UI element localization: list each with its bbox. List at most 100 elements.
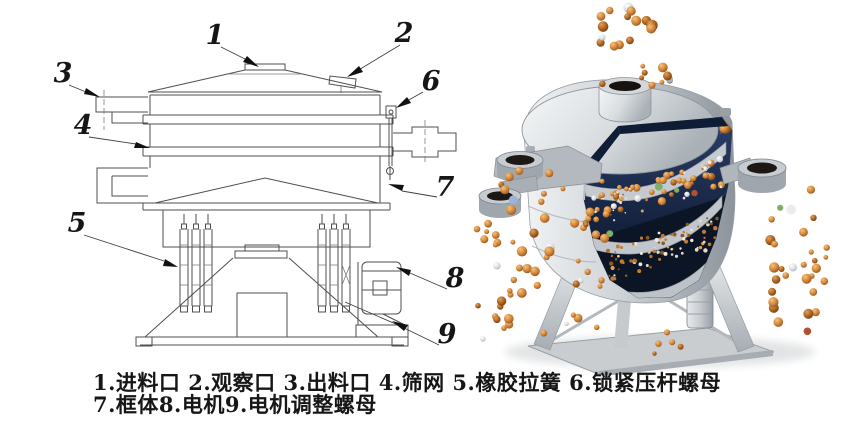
material-ball (676, 177, 683, 184)
material-ball (661, 241, 665, 246)
material-ball (626, 6, 636, 16)
material-ball (610, 276, 615, 281)
material-ball (661, 189, 667, 195)
material-ball (599, 80, 606, 88)
material-ball (617, 206, 624, 213)
material-ball (713, 236, 717, 240)
material-ball (657, 241, 661, 244)
material-ball (808, 249, 814, 255)
material-ball (570, 218, 580, 228)
callout-8-arrow (396, 267, 411, 276)
material-ball (645, 264, 649, 267)
frame-outline (162, 210, 371, 248)
material-ball (669, 171, 675, 177)
outlet-opening (747, 162, 777, 174)
material-ball (507, 288, 513, 294)
material-ball (639, 75, 645, 81)
lid-mouth-right (618, 117, 728, 134)
base-plate (527, 327, 775, 375)
material-ball (545, 169, 554, 178)
material-ball (670, 179, 677, 186)
material-ball (670, 253, 674, 256)
material-ball (632, 242, 635, 246)
material-ball (803, 308, 814, 319)
falling-material-left-upper (497, 166, 555, 337)
material-ball (606, 230, 614, 238)
material-ball (596, 11, 606, 21)
material-ball (610, 203, 617, 210)
callout-5-leader (83, 234, 165, 262)
material-ball (681, 237, 686, 241)
material-ball (496, 296, 507, 306)
material-ball (707, 242, 712, 247)
material-ball (823, 254, 829, 260)
outlet-opening (505, 155, 535, 165)
feed-inlet-opening (609, 81, 641, 91)
callout-1-leader (220, 46, 248, 61)
material-ball (660, 202, 663, 204)
material-ball (610, 265, 615, 271)
material-ball (684, 181, 692, 189)
material-ball (516, 264, 523, 272)
outlet-cup-right (737, 158, 787, 193)
material-ball (609, 41, 619, 51)
material-ball (660, 250, 665, 255)
material-ball (624, 212, 627, 214)
material-ball (655, 340, 662, 348)
material-ball (698, 219, 702, 223)
material-ball (613, 193, 620, 200)
material-ball (516, 288, 527, 298)
material-ball (570, 312, 576, 318)
material-ball (771, 240, 778, 248)
material-ball (538, 198, 545, 205)
material-ball (811, 308, 820, 317)
material-ball (648, 251, 651, 254)
material-ball (591, 230, 601, 239)
material-ball (575, 258, 581, 264)
material-ball (771, 275, 781, 284)
screen-deck-band (142, 146, 394, 157)
material-ball (703, 248, 708, 253)
material-ball (593, 216, 600, 223)
material-ball (705, 81, 707, 83)
material-ball (516, 246, 528, 257)
material-ball (684, 191, 690, 197)
material-ball (628, 187, 631, 190)
material-ball (722, 90, 723, 91)
material-ball (674, 254, 679, 258)
deck-rim-band-2 (591, 195, 723, 255)
material-ball (696, 246, 699, 249)
material-ball (501, 325, 507, 331)
material-ball (649, 265, 652, 269)
callout-4-arrow (134, 142, 150, 148)
callout-2-arrow (347, 66, 363, 77)
material-ball (480, 336, 486, 342)
material-ball (701, 167, 704, 171)
material-ball (702, 240, 706, 244)
material-ball (677, 343, 684, 350)
material-ball (669, 192, 674, 198)
material-ball (504, 313, 514, 324)
material-ball (584, 268, 591, 275)
spring (329, 214, 339, 313)
material-ball (799, 227, 808, 237)
material-ball (702, 166, 708, 172)
sieve-body-outline (142, 63, 394, 211)
material-ball (707, 160, 712, 165)
callout-8-leader (402, 269, 448, 290)
material-ball (508, 195, 518, 205)
material-ball (640, 209, 644, 213)
falling-material-top (596, 2, 673, 89)
material-ball (769, 262, 780, 273)
material-ball (657, 197, 666, 206)
material-ball (811, 263, 821, 273)
material-ball (654, 182, 663, 191)
material-ball (614, 258, 618, 261)
material-ball (690, 228, 693, 232)
material-ball (680, 178, 687, 184)
material-ball (505, 172, 514, 182)
material-ball (679, 247, 682, 250)
material-ball (480, 235, 489, 244)
material-ball (803, 327, 812, 336)
spring (179, 214, 189, 313)
